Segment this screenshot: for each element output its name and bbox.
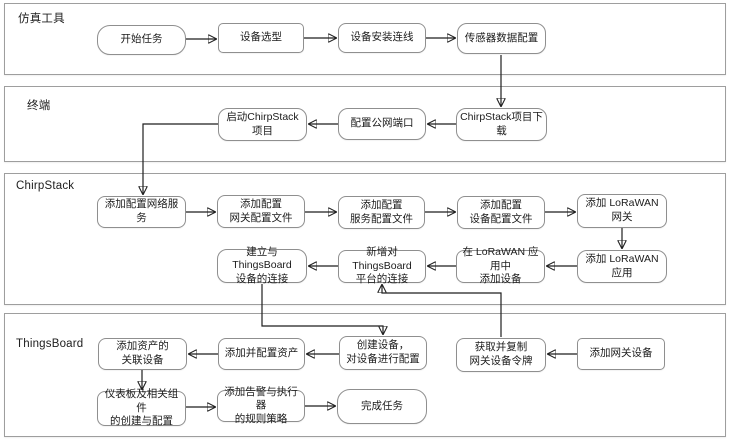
node-start-chirpstack-project: 启动ChirpStack项目 — [218, 108, 307, 141]
node-add-alarm-actuator-rules: 添加告警与执行器 的规则策略 — [217, 386, 305, 425]
node-add-device-config-file: 添加配置 设备配置文件 — [457, 196, 545, 229]
node-add-device-in-lorawan-app: 在 LoRaWAN 应用中 添加设备 — [456, 246, 545, 285]
lane-label-thingsboard: ThingsBoard — [16, 338, 84, 350]
node-config-public-port: 配置公网端口 — [338, 108, 426, 140]
node-get-copy-gateway-token: 获取并复制 网关设备令牌 — [456, 338, 546, 372]
lane-label-simulation-tools: 仿真工具 — [18, 13, 65, 25]
node-add-service-config-file: 添加配置 服务配置文件 — [338, 196, 425, 229]
lane-label-chirpstack: ChirpStack — [16, 180, 75, 192]
node-new-thingsboard-connection: 新增对ThingsBoard 平台的连接 — [338, 246, 426, 285]
node-dashboard-components-creation: 仪表板及相关组件 的创建与配置 — [97, 388, 186, 427]
node-chirpstack-project-download: ChirpStack项目下载 — [456, 108, 547, 141]
node-add-gateway-device: 添加网关设备 — [577, 338, 665, 370]
lane-label-terminal: 终端 — [27, 100, 51, 112]
node-device-selection: 设备选型 — [218, 23, 304, 53]
node-add-configure-asset: 添加并配置资产 — [218, 338, 305, 370]
node-complete-task: 完成任务 — [337, 389, 427, 424]
node-add-lorawan-app: 添加 LoRaWAN 应用 — [577, 250, 667, 283]
node-sensor-data-config: 传感器数据配置 — [457, 23, 546, 54]
node-add-lorawan-gateway: 添加 LoRaWAN 网关 — [577, 194, 667, 228]
node-establish-thingsboard-device-connection: 建立与ThingsBoard 设备的连接 — [217, 246, 307, 285]
node-device-install-wiring: 设备安装连线 — [338, 23, 426, 53]
node-create-configure-device: 创建设备， 对设备进行配置 — [339, 336, 427, 370]
node-add-gateway-config-file: 添加配置 网关配置文件 — [217, 195, 305, 228]
node-add-network-service: 添加配置网络服务 — [97, 196, 186, 228]
node-add-asset-related-device: 添加资产的 关联设备 — [98, 338, 187, 370]
node-start-task: 开始任务 — [97, 25, 186, 55]
